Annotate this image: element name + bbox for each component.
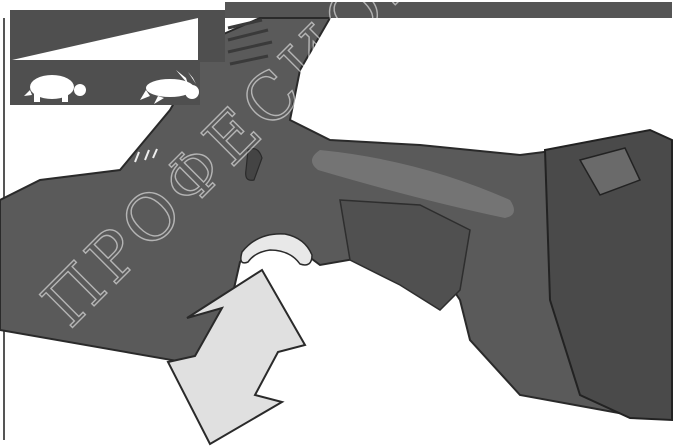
header-bar — [225, 2, 672, 18]
